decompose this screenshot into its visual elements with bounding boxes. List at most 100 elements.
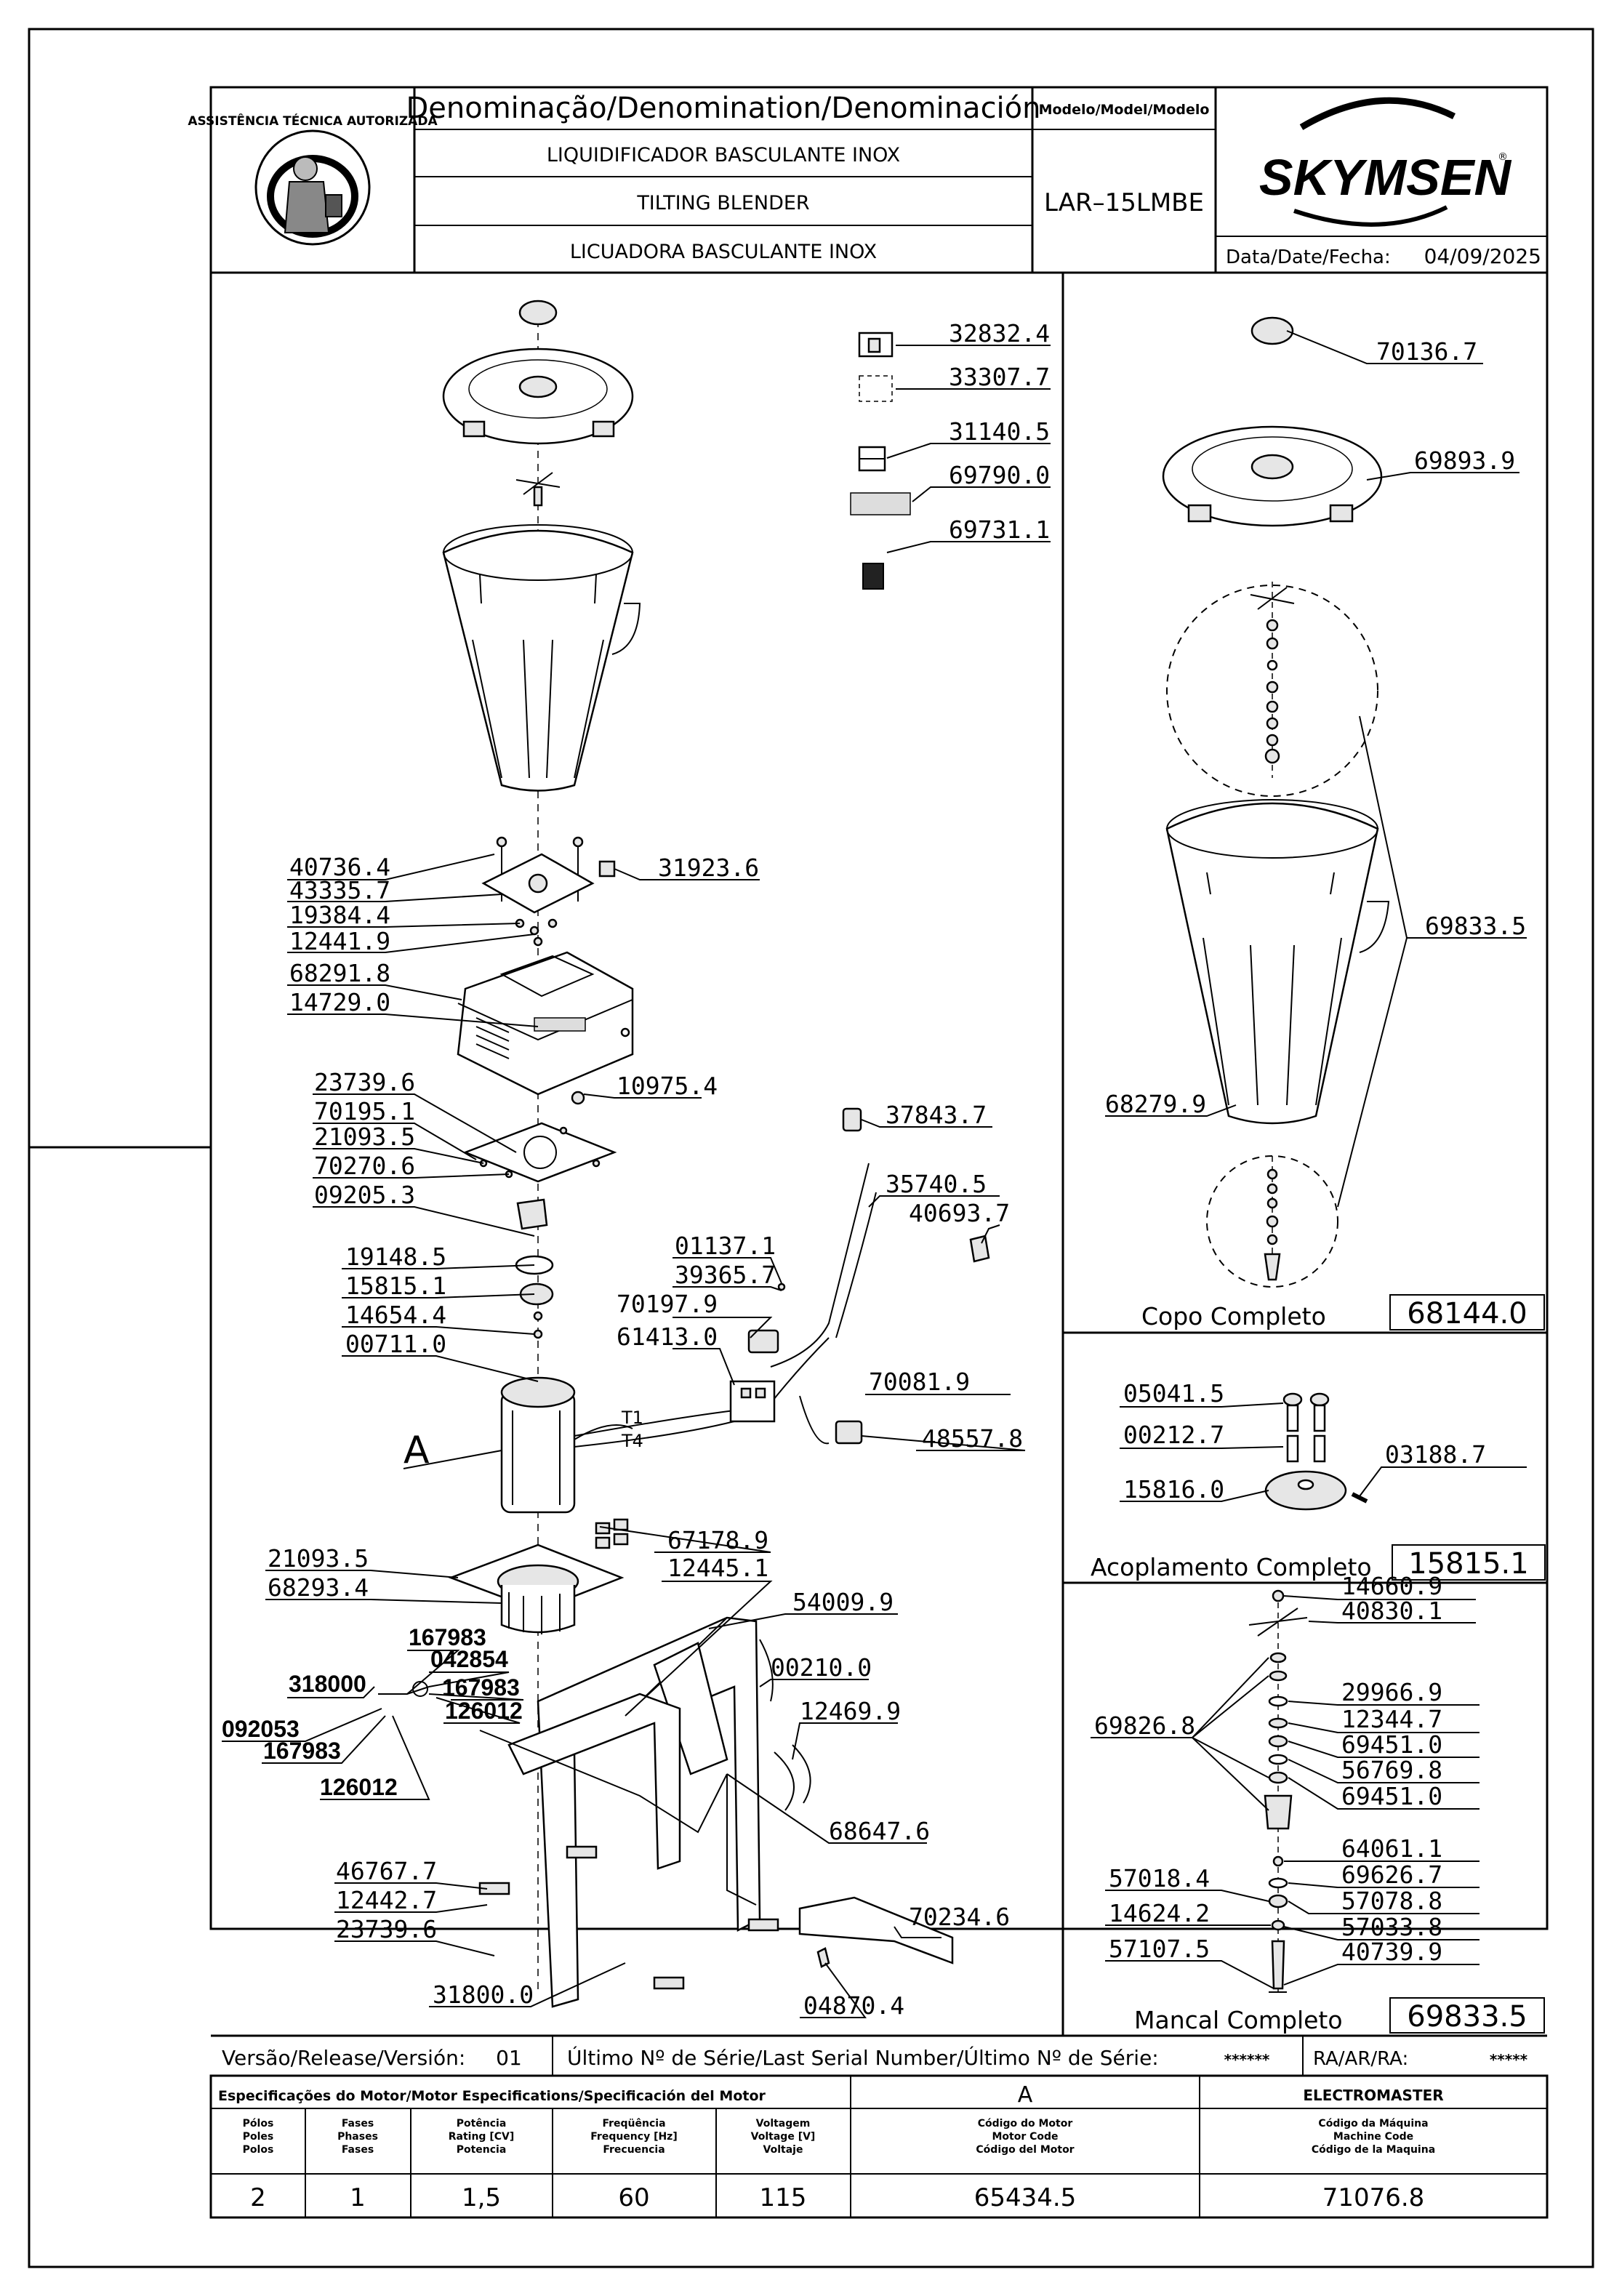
part-32832-4: 32832.4 [949,319,1050,348]
col-phases-pt: Fases [342,2118,374,2130]
part-69790-0: 69790.0 [949,461,1050,489]
coupling-disc [1264,1470,1347,1511]
cup-leaders [1105,330,1527,1117]
part-23739-6-b: 23739.6 [336,1915,437,1943]
machine-code-value: 71076.8 [1322,2183,1425,2212]
col-poles-pt: Pólos [243,2118,274,2130]
coupling-leaders [1120,1402,1527,1502]
col-machine-code-es: Código de la Maquina [1312,2144,1435,2156]
part-19384-4: 19384.4 [289,901,390,929]
part-33307-7: 33307.7 [949,363,1050,391]
part-69731-1: 69731.1 [949,515,1050,544]
coupling-assembly-drawing [1264,1392,1368,1511]
coupling-assembly-code: 15815.1 [1408,1547,1528,1581]
part-67178-9: 67178.9 [667,1526,768,1554]
main-leaders [222,345,1051,2018]
wire-167983-c: 167983 [263,1738,341,1764]
part-69626-7: 69626.7 [1341,1861,1442,1889]
col-volt-es: Voltaje [763,2144,803,2156]
part-35740-5: 35740.5 [886,1170,987,1198]
col-motor-code-pt: Código do Motor [978,2118,1073,2130]
part-14624-2: 14624.2 [1109,1899,1210,1927]
motor-letter: A [1018,2082,1033,2108]
cup-assembly-drawing [1162,316,1408,1288]
part-40693-7: 40693.7 [909,1199,1010,1227]
drawing-frame [209,86,1549,1930]
part-69451-0-b: 69451.0 [1341,1782,1442,1810]
part-70197-9: 70197.9 [617,1290,718,1318]
part-00210-0: 00210.0 [771,1653,872,1682]
col-power-es: Potencia [457,2144,507,2156]
col-machine-code-en: Machine Code [1333,2131,1413,2143]
name-spanish: LICUADORA BASCULANTE INOX [570,241,877,263]
serial-label: Último Nº de Série/Last Serial Number/Úl… [567,2045,1159,2070]
col-volt-en: Voltage [V] [751,2131,816,2143]
part-40739-9: 40739.9 [1341,1938,1442,1966]
lid-cap [1250,316,1294,345]
part-04870-4: 04870.4 [803,1991,904,2020]
part-19148-5: 19148.5 [345,1243,446,1271]
part-05041-5: 05041.5 [1123,1379,1224,1408]
name-portuguese: LIQUIDIFICADOR BASCULANTE INOX [547,144,900,166]
part-12469-9: 12469.9 [800,1697,901,1725]
part-01137-1: 01137.1 [675,1232,776,1260]
terminal-t4: T4 [621,1431,643,1451]
part-31140-5: 31140.5 [949,417,1050,446]
name-english: TILTING BLENDER [636,192,809,214]
wire-167983-a: 167983 [409,1624,486,1650]
part-70270-6: 70270.6 [314,1152,415,1180]
col-phases-en: Phases [337,2131,378,2143]
cup-assembly-code: 68144.0 [1407,1297,1527,1330]
cup-body [1165,802,1379,1125]
part-48557-8: 48557.8 [922,1424,1023,1453]
part-21093-5-b: 21093.5 [268,1544,369,1573]
ra-label: RA/AR/RA: [1313,2048,1408,2070]
wire-126012-b: 126012 [320,1774,398,1800]
part-31800-0: 31800.0 [433,1980,534,2009]
bearing-assembly-code: 69833.5 [1407,2000,1527,2034]
part-57078-8: 57078.8 [1341,1887,1442,1915]
part-69893-9: 69893.9 [1414,446,1515,475]
cup-assembly-title: Copo Completo [1141,1302,1326,1330]
bearing-assembly-title: Mancal Completo [1134,2006,1343,2034]
power-value: 1,5 [462,2183,501,2212]
skymsen-logo: SKYMSEN ® [1259,97,1512,227]
part-00711-0: 00711.0 [345,1330,446,1358]
main-exploded-view [378,300,990,2008]
document-icons [850,332,911,590]
col-power-pt: Potência [457,2118,507,2130]
title-block: ASSISTÊNCIA TÉCNICA AUTORIZADA Denominaç… [188,87,1547,274]
part-40736-4: 40736.4 [289,853,390,881]
part-21093-5-a: 21093.5 [314,1123,415,1151]
col-freq-es: Frecuencia [603,2144,665,2156]
main-lid-cap [518,300,558,326]
col-power-en: Rating [CV] [449,2131,515,2143]
col-machine-code-pt: Código da Máquina [1318,2118,1428,2130]
model-label: Modelo/Model/Modelo [1039,102,1210,118]
rail [798,1896,954,1964]
part-12445-1: 12445.1 [667,1554,768,1582]
switch-block [729,1380,776,1423]
detail-circle-upper [1166,585,1378,797]
phases-value: 1 [350,2183,366,2212]
part-56769-8: 56769.8 [1341,1756,1442,1784]
part-15815-1: 15815.1 [345,1272,446,1300]
wire-318000: 318000 [289,1671,366,1697]
motor-label-a: A [404,1429,430,1472]
part-70136-7: 70136.7 [1376,337,1477,366]
part-43335-7: 43335.7 [289,876,390,904]
part-00212-7: 00212.7 [1123,1421,1224,1449]
bearing-assembly-drawing [1248,1589,1308,1993]
wire-092053: 092053 [222,1716,300,1742]
part-15816-0: 15816.0 [1123,1475,1224,1504]
part-29966-9: 29966.9 [1341,1678,1442,1706]
part-57107-5: 57107.5 [1109,1935,1210,1963]
part-69826-8: 69826.8 [1094,1711,1195,1740]
motor-code-value: 65434.5 [974,2183,1077,2212]
wire-126012-a: 126012 [445,1698,523,1724]
poles-value: 2 [250,2183,266,2212]
part-64061-1: 64061.1 [1341,1834,1442,1863]
part-39365-7: 39365.7 [675,1261,776,1289]
part-14654-4: 14654.4 [345,1301,446,1329]
